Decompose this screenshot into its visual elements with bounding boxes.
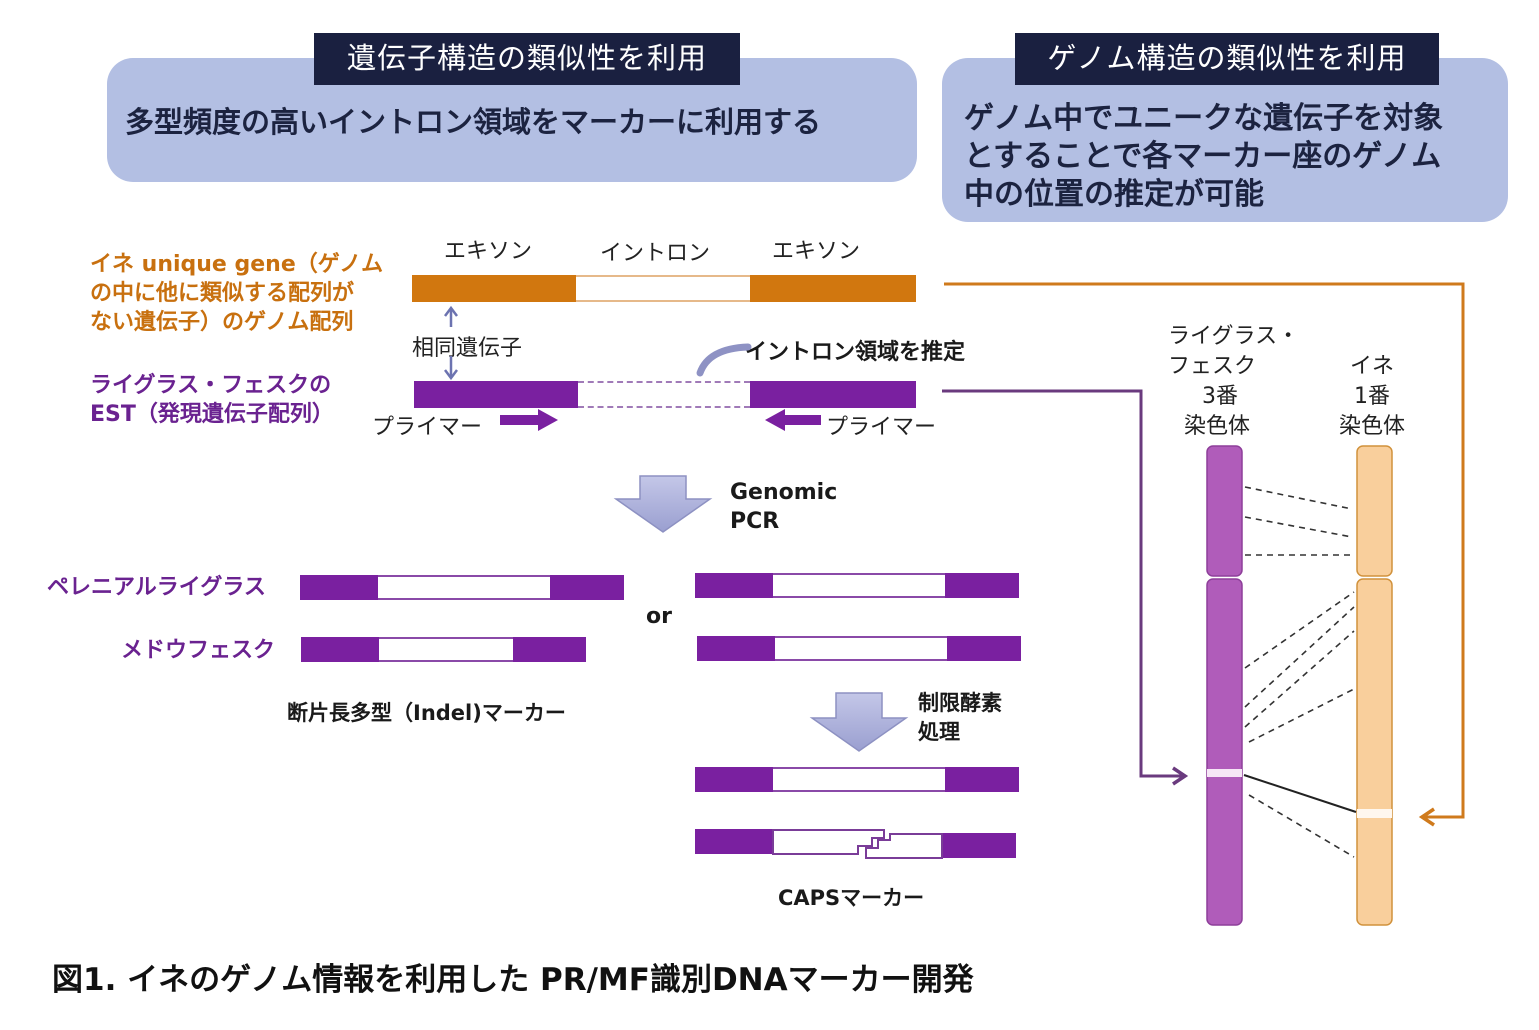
est-exon-1 <box>414 381 578 408</box>
ryegrass-chromosome-label-line: 染色体 <box>1184 414 1251 439</box>
right-panel-line: ゲノム中でユニークな遺伝子を対象 <box>964 101 1444 136</box>
marker-correspondence-line <box>1243 774 1357 813</box>
enzyme-label-line: 処理 <box>918 720 960 744</box>
genomic-pcr-label: Genomic PCR <box>730 478 837 536</box>
intron-label: イントロン <box>600 241 711 266</box>
mf-indel-exon-1 <box>301 637 379 662</box>
rice-chromosome-label-line: 染色体 <box>1338 414 1405 439</box>
caps-pre-exon-1a <box>695 573 773 598</box>
left-panel-tag: 遺伝子構造の類似性を利用 <box>314 33 740 85</box>
enzyme-label: 制限酵素 処理 <box>918 689 1002 747</box>
rice-gene-label-line: の中に他に類似する配列が <box>90 281 355 306</box>
enzyme-down-arrow-icon <box>809 692 909 752</box>
pcr-down-arrow-icon <box>613 475 713 533</box>
rice-gene-label-line: ない遺伝子）のゲノム配列 <box>90 310 354 335</box>
ryegrass-marker-locus <box>1207 769 1242 777</box>
rice-mapping-arrowhead-icon <box>1418 807 1435 827</box>
ryegrass-chromosome-label-line: フェスク <box>1168 354 1257 379</box>
rice-marker-locus <box>1357 809 1392 818</box>
mf-indel-exon-2 <box>513 637 586 662</box>
caps-uncut-exon-1 <box>695 767 773 792</box>
rice-chromosome-label-line: イネ <box>1349 354 1394 379</box>
rice-exon-1 <box>412 275 576 302</box>
primer-label-right: プライマー <box>826 415 937 440</box>
species-meadow-fescue: メドウフェスク <box>121 638 276 663</box>
ryegrass-chromosome <box>1206 445 1243 926</box>
rice-gene-label-line: イネ unique gene（ゲノム <box>90 252 384 277</box>
right-panel-body: ゲノム中でユニークな遺伝子を対象 とすることで各マーカー座のゲノム 中の位置の推… <box>964 100 1443 214</box>
pr-indel-exon-2 <box>550 575 624 600</box>
ryegrass-chromosome-label-line: 3番 <box>1202 384 1238 409</box>
est-label-line: ライグラス・フェスクの <box>90 373 332 398</box>
caps-pre-intron-b <box>775 636 947 661</box>
caps-cut-intron <box>772 829 943 859</box>
rice-gene-label: イネ unique gene（ゲノム の中に他に類似する配列が ない遺伝子）のゲ… <box>90 250 383 337</box>
ryegrass-chromosome-label-line: ライグラス・ <box>1168 324 1300 349</box>
mf-indel-intron <box>379 637 513 662</box>
right-panel-tag: ゲノム構造の類似性を利用 <box>1015 33 1439 85</box>
enzyme-label-line: 制限酵素 <box>918 691 1002 715</box>
caps-cut-exon-1 <box>695 829 773 854</box>
right-panel-line: 中の位置の推定が可能 <box>964 177 1264 212</box>
rice-exon-2 <box>750 275 916 302</box>
figure-caption: 図1. イネのゲノム情報を利用した PR/MF識別DNAマーカー開発 <box>52 962 974 998</box>
or-label: or <box>646 604 672 629</box>
indel-marker-label: 断片長多型（Indel)マーカー <box>287 701 566 725</box>
left-panel-body: 多型頻度の高いイントロン領域をマーカーに利用する <box>125 105 822 139</box>
exon-label-left: エキソン <box>444 239 533 264</box>
est-intron-estimated <box>578 381 750 408</box>
ryegrass-mapping-arrowhead-icon <box>1172 766 1189 786</box>
intron-estimate-label: イントロン領域を推定 <box>745 340 966 365</box>
species-perennial-ryegrass: ペレニアルライグラス <box>47 575 266 600</box>
exon-label-right: エキソン <box>772 239 861 264</box>
caps-uncut-intron <box>773 767 945 792</box>
primer-label-left: プライマー <box>372 415 483 440</box>
rice-chromosome <box>1356 445 1393 926</box>
caps-pre-intron-a <box>773 573 945 598</box>
homolog-label: 相同遺伝子 <box>412 336 523 361</box>
primer-forward-arrow-icon <box>500 409 558 431</box>
caps-uncut-exon-2 <box>945 767 1019 792</box>
rice-chromosome-label-line: 1番 <box>1354 384 1390 409</box>
est-exon-2 <box>750 381 916 408</box>
est-label-line: EST（発現遺伝子配列） <box>90 402 334 427</box>
pr-indel-exon-1 <box>300 575 378 600</box>
caps-cut-exon-2 <box>942 833 1016 858</box>
right-panel <box>942 58 1508 222</box>
genomic-pcr-label-line: Genomic <box>730 480 838 505</box>
right-panel-line: とすることで各マーカー座のゲノム <box>964 139 1442 174</box>
pr-indel-intron <box>378 575 550 600</box>
primer-reverse-arrow-icon <box>765 409 821 431</box>
est-label: ライグラス・フェスクの EST（発現遺伝子配列） <box>90 371 334 429</box>
caps-marker-label: CAPSマーカー <box>778 886 925 910</box>
rice-chromosome-label: イネ 1番 染色体 <box>1334 352 1410 442</box>
synteny-lines <box>1244 486 1355 858</box>
caps-pre-exon-2a <box>945 573 1019 598</box>
callout-curve-icon <box>696 343 752 377</box>
caps-pre-exon-1b <box>697 636 775 661</box>
genomic-pcr-label-line: PCR <box>730 509 780 534</box>
caps-pre-exon-2b <box>947 636 1021 661</box>
rice-intron <box>576 275 750 302</box>
ryegrass-chromosome-label: ライグラス・ フェスク 3番 染色体 <box>1168 322 1299 442</box>
